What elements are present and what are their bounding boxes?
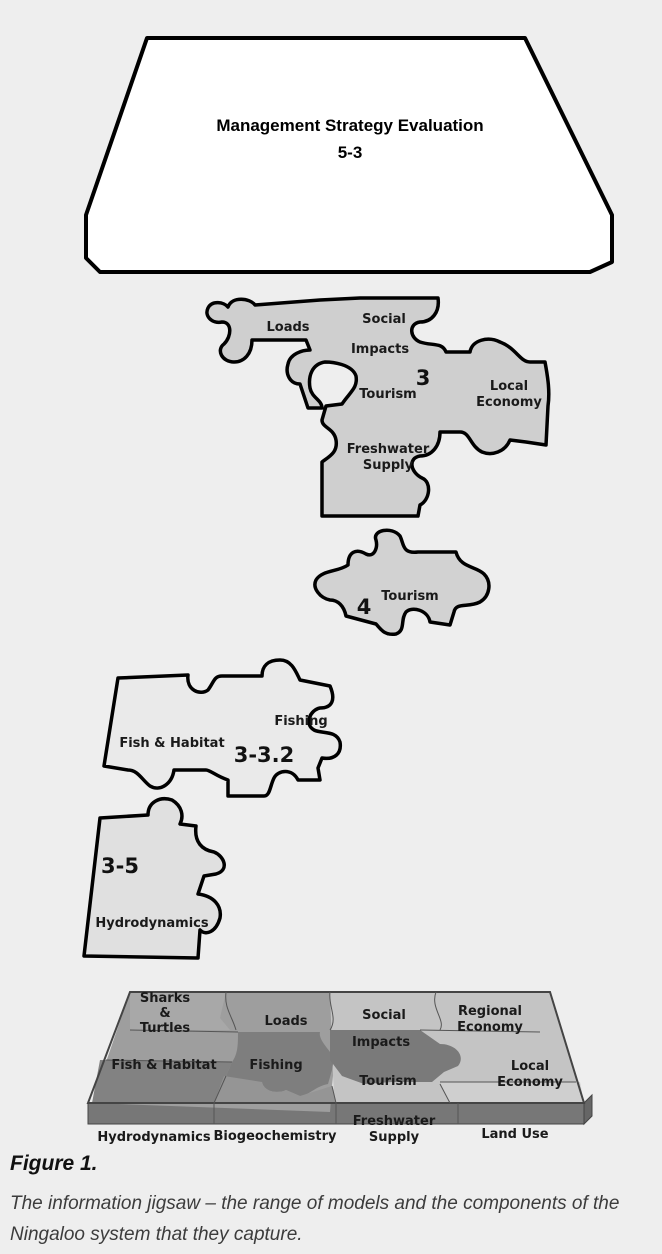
board-label-local-economy: Economy xyxy=(497,1075,563,1090)
cluster-35-label-hydrodynamics: Hydrodynamics xyxy=(95,916,209,931)
cluster-4-piece xyxy=(315,530,489,634)
cluster-3: Loads Social Impacts 3 Tourism Local Eco… xyxy=(207,298,549,516)
cluster-3-label-freshwater: Freshwater xyxy=(347,442,430,457)
board-label-turtles: Turtles xyxy=(140,1021,191,1036)
figure-caption-text: The information jigsaw – the range of mo… xyxy=(10,1188,655,1250)
board-right-edge xyxy=(584,1095,592,1124)
cluster-3-label-impacts: Impacts xyxy=(351,342,409,357)
cluster-35-number: 3-5 xyxy=(101,854,139,878)
cluster-33-label-fish-habitat: Fish & Habitat xyxy=(119,736,224,751)
cluster-33: Fishing Fish & Habitat 3-3.2 xyxy=(104,660,340,796)
jigsaw-diagram: Management Strategy Evaluation 5-3 Loads… xyxy=(0,0,662,1145)
cluster-3-number: 3 xyxy=(416,366,431,390)
cluster-33-label-fishing: Fishing xyxy=(274,714,327,729)
cluster-3-label-economy: Economy xyxy=(476,395,542,410)
mse-block: Management Strategy Evaluation 5-3 xyxy=(86,38,612,272)
mse-title: Management Strategy Evaluation xyxy=(216,116,483,135)
cluster-4: Tourism 4 xyxy=(315,530,489,634)
board-label-sharks: Sharks xyxy=(140,991,190,1006)
board-label-biogeochemistry: Biogeochemistry xyxy=(214,1129,337,1144)
base-board: Sharks & Turtles Loads Social Regional E… xyxy=(88,991,592,1145)
board-label-ampersand: & xyxy=(159,1006,170,1021)
board-label-regional-economy: Economy xyxy=(457,1020,523,1035)
figure-caption-title: Figure 1. xyxy=(10,1152,98,1176)
board-label-hydrodynamics: Hydrodynamics xyxy=(97,1130,211,1145)
board-label-local: Local xyxy=(511,1059,549,1074)
cluster-4-number: 4 xyxy=(357,595,372,619)
board-label-fishing: Fishing xyxy=(249,1058,302,1073)
cluster-3-label-supply: Supply xyxy=(363,458,414,473)
cluster-3-label-loads: Loads xyxy=(266,320,309,335)
cluster-3-label-local: Local xyxy=(490,379,528,394)
cluster-3-label-tourism: Tourism xyxy=(359,387,416,402)
board-label-fish-habitat: Fish & Habitat xyxy=(111,1058,216,1073)
cluster-33-number: 3-3.2 xyxy=(234,743,295,767)
board-label-supply: Supply xyxy=(369,1130,420,1145)
cluster-35: 3-5 Hydrodynamics xyxy=(84,799,224,958)
board-label-land-use: Land Use xyxy=(481,1127,548,1142)
board-label-tourism: Tourism xyxy=(359,1074,416,1089)
cluster-4-label-tourism: Tourism xyxy=(381,589,438,604)
mse-number: 5-3 xyxy=(338,143,363,162)
cluster-3-label-social: Social xyxy=(362,312,406,327)
board-label-regional: Regional xyxy=(458,1004,522,1019)
board-label-loads: Loads xyxy=(264,1014,307,1029)
cluster-35-piece xyxy=(84,799,224,958)
board-label-freshwater: Freshwater xyxy=(353,1114,436,1129)
board-label-impacts: Impacts xyxy=(352,1035,410,1050)
board-label-social: Social xyxy=(362,1008,406,1023)
